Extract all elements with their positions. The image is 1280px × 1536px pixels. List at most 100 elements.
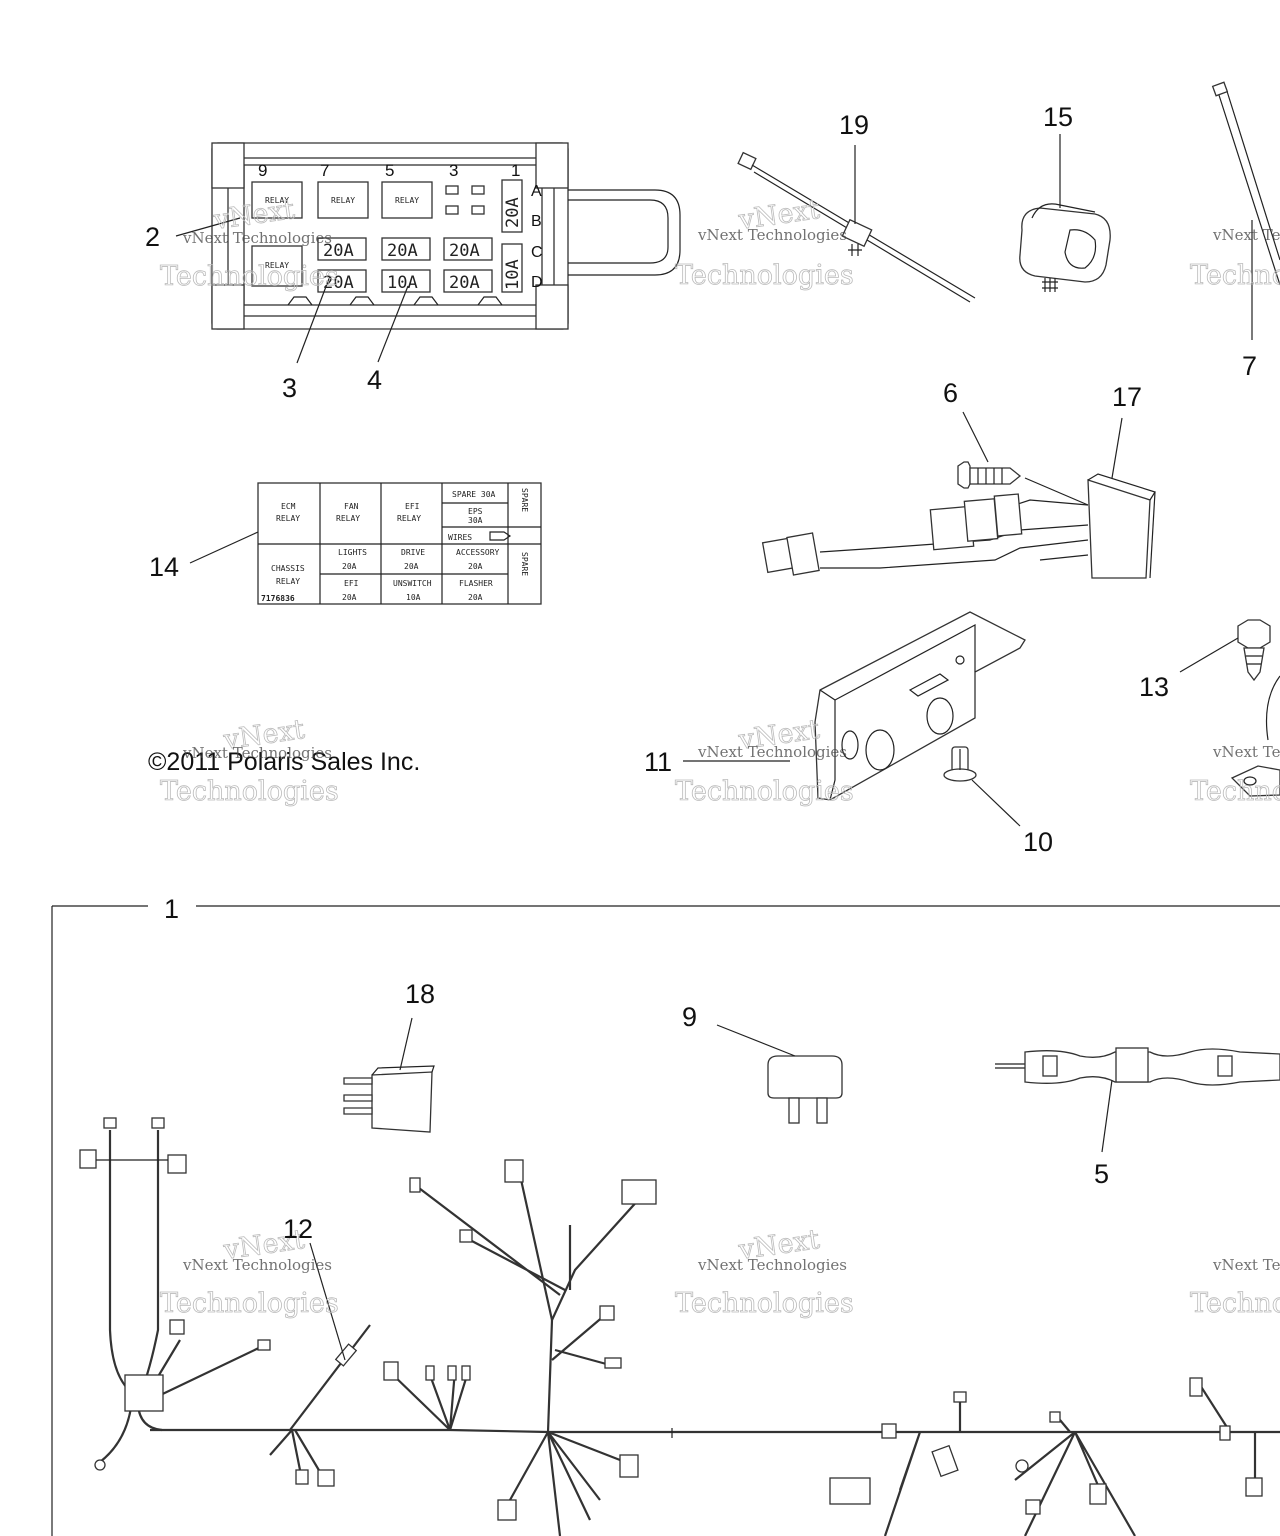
callout-19: 19 — [839, 110, 869, 140]
fuse-holder — [995, 1047, 1280, 1086]
label-eps-amp: 30A — [468, 516, 483, 525]
callout-5: 5 — [1094, 1159, 1109, 1189]
fuse-side-bottom: 10A — [503, 259, 523, 290]
watermark-outline-2: Technologies — [1190, 260, 1280, 291]
callout-1: 1 — [164, 894, 179, 924]
fuse-col-9: 9 — [258, 161, 267, 180]
fuse-c-1: 20A — [323, 241, 354, 261]
fuse-d-1: 20A — [323, 273, 354, 293]
strap — [1211, 81, 1280, 286]
fuse-row-d: D — [531, 274, 543, 291]
label-eps: EPS — [468, 507, 483, 516]
watermark-text: vNext Technologies — [697, 1256, 847, 1274]
watermark-text: vNext Technologies — [182, 744, 332, 762]
callout-11: 11 — [644, 747, 672, 777]
sub-harness — [761, 473, 1156, 579]
callout-17: 17 — [1112, 382, 1142, 412]
watermark-text: vNext Technologies — [182, 229, 332, 247]
fuse-row-a: A — [531, 183, 542, 200]
watermark-outline-2: Technologies — [160, 776, 339, 807]
callout-9: 9 — [682, 1002, 697, 1032]
label-efi: EFI — [405, 502, 420, 511]
harness-kit-frame — [51, 905, 1280, 1536]
bracket — [814, 611, 1026, 801]
callout-labels: 1 2 3 4 5 6 7 9 10 11 12 13 14 15 17 18 … — [145, 102, 1257, 1244]
label-flasher-amp: 20A — [468, 593, 483, 602]
callout-6: 6 — [943, 378, 958, 408]
watermarks: vNext vNext Technologies Technologies vN… — [160, 194, 1280, 1320]
fuse-side-top: 20A — [503, 197, 523, 228]
relay-3-label: RELAY — [395, 196, 419, 205]
fuse-col-3: 3 — [449, 161, 458, 180]
watermark-outline-2: Technologies — [1190, 776, 1280, 807]
fuse-label-card: ECM RELAY FAN RELAY EFI RELAY SPARE 30A … — [257, 482, 542, 605]
label-efi2: EFI — [344, 579, 359, 588]
fuse-c-2: 20A — [387, 241, 418, 261]
fuse-d-2: 10A — [387, 273, 418, 293]
watermark-text: vNext Technologies — [697, 743, 847, 761]
relay-2-label: RELAY — [331, 196, 355, 205]
watermark-outline-2: Technologies — [1190, 1288, 1280, 1319]
watermark-outline-2: Technologies — [675, 260, 854, 291]
callout-13: 13 — [1139, 672, 1169, 702]
circuit-breaker — [767, 1055, 843, 1124]
bolt — [957, 461, 1022, 489]
fuse-col-7: 7 — [320, 161, 329, 180]
label-efi-relay: RELAY — [397, 514, 421, 523]
callout-7: 7 — [1242, 351, 1257, 381]
label-chassis-relay: RELAY — [276, 577, 300, 586]
fuse-col-5: 5 — [385, 161, 394, 180]
watermark-text: vNext Technologies — [697, 226, 847, 244]
label-spare30: SPARE 30A — [452, 490, 496, 499]
label-unswitch-amp: 10A — [406, 593, 421, 602]
cable-tie — [737, 151, 976, 303]
relay-1-label: RELAY — [265, 196, 289, 205]
label-chassis: CHASSIS — [271, 564, 305, 573]
main-harness-left — [79, 1117, 672, 1536]
push-rivet — [943, 746, 977, 782]
label-spare-top: SPARE — [520, 488, 529, 512]
label-part-number: 7176836 — [261, 594, 295, 603]
fuse-c-3: 20A — [449, 241, 480, 261]
watermark-outline-2: Technologies — [675, 1288, 854, 1319]
label-drive-amp: 20A — [404, 562, 419, 571]
label-spare-bottom: SPARE — [520, 552, 529, 576]
relay-4-label: RELAY — [265, 261, 289, 270]
label-ecm: ECM — [281, 502, 296, 511]
label-fan-relay: RELAY — [336, 514, 360, 523]
watermark-text: vNext Technologies — [182, 1256, 332, 1274]
watermark-outline-2: Technologies — [160, 261, 339, 292]
label-wires: WIRES — [448, 533, 472, 542]
label-accessory: ACCESSORY — [456, 548, 500, 557]
label-unswitch: UNSWITCH — [393, 579, 432, 588]
callout-15: 15 — [1043, 102, 1073, 132]
callout-18: 18 — [405, 979, 435, 1009]
fuse-d-3: 20A — [449, 273, 480, 293]
connector-clip — [1019, 203, 1111, 292]
label-accessory-amp: 20A — [468, 562, 483, 571]
watermark-text: vNext Technologies — [1212, 1256, 1280, 1274]
callout-3: 3 — [282, 373, 297, 403]
screw — [1237, 619, 1271, 682]
label-efi2-amp: 20A — [342, 593, 357, 602]
fuse-col-1: 1 — [511, 161, 520, 180]
copyright-text: ©2011 Polaris Sales Inc. — [148, 748, 420, 776]
label-flasher: FLASHER — [459, 579, 493, 588]
label-ecm-relay: RELAY — [276, 514, 300, 523]
label-lights-amp: 20A — [342, 562, 357, 571]
watermark-text: vNext Technologies — [1212, 226, 1280, 244]
label-fan: FAN — [344, 502, 359, 511]
main-harness-right — [671, 1377, 1280, 1536]
callout-14: 14 — [149, 552, 179, 582]
label-lights: LIGHTS — [338, 548, 367, 557]
relay-module — [343, 1065, 435, 1133]
fuse-box: 9 7 5 3 1 A B C D RELAY RELAY RELAY RELA… — [211, 142, 681, 330]
callout-2: 2 — [145, 222, 160, 252]
label-drive: DRIVE — [401, 548, 425, 557]
callout-4: 4 — [367, 365, 382, 395]
watermark-outline-2: Technologies — [675, 776, 854, 807]
callout-12: 12 — [283, 1214, 313, 1244]
callout-10: 10 — [1023, 827, 1053, 857]
watermark-outline-2: Technologies — [160, 1288, 339, 1319]
